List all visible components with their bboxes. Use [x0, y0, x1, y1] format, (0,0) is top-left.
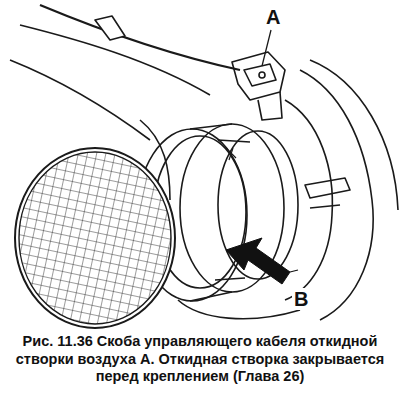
figure-caption: Рис. 11.36 Скоба управляющего кабеля отк…	[8, 333, 392, 386]
callout-letter: B	[292, 288, 310, 310]
callout-letter: A	[264, 6, 282, 28]
